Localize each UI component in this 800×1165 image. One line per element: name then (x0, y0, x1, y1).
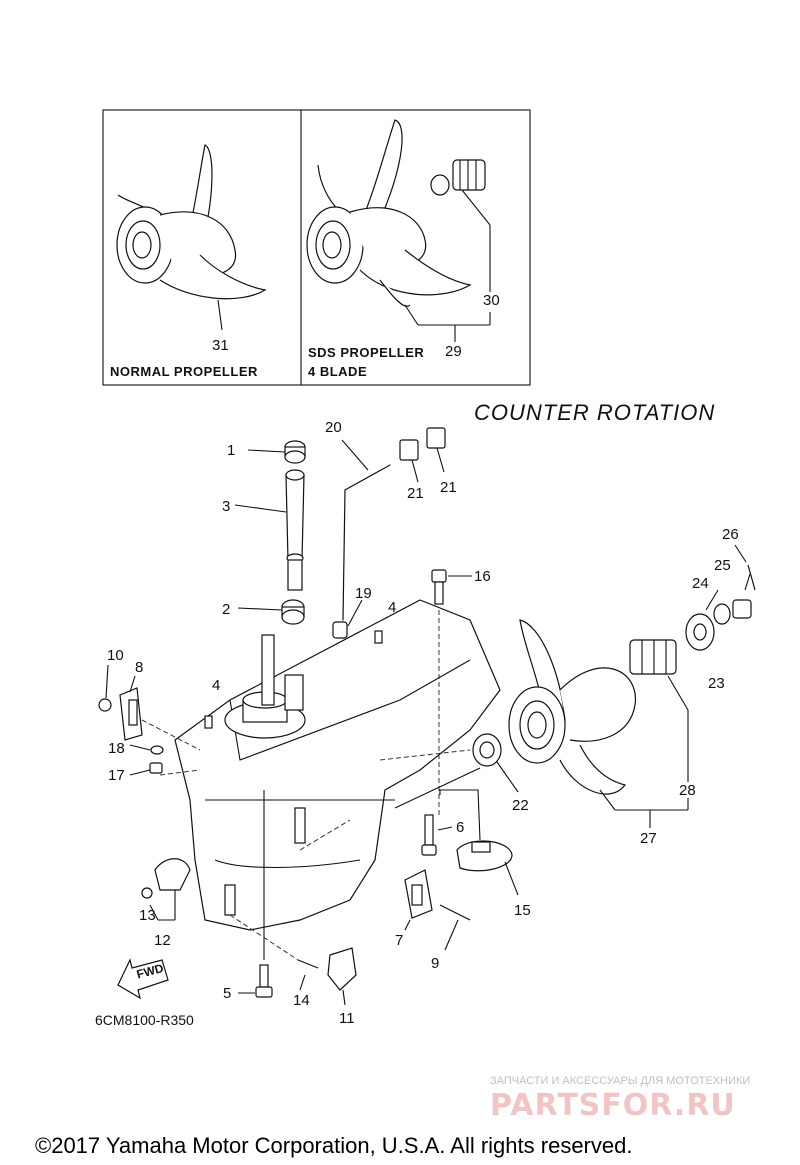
callout-31: 31 (212, 337, 229, 354)
callout-26: 26 (722, 526, 739, 543)
anode-12 (141, 858, 191, 921)
callout-9: 9 (431, 955, 439, 972)
shift-rod (332, 439, 391, 639)
rotation-title: COUNTER ROTATION (474, 400, 715, 425)
cover-11 (327, 947, 357, 1006)
callout-10: 10 (107, 647, 124, 664)
callout-25: 25 (714, 557, 731, 574)
watermark-tagline: ЗАПЧАСТИ И АКСЕССУАРЫ ДЛЯ МОТОТЕХНИКИ (490, 1075, 750, 1087)
seal-22 (394, 733, 519, 809)
callout-15: 15 (514, 902, 531, 919)
trim-tab-15 (439, 789, 519, 896)
callout-12: 12 (154, 932, 171, 949)
callout-27: 27 (640, 830, 657, 847)
callout-20: 20 (325, 419, 342, 436)
water-tube-group (234, 440, 306, 625)
callout-21-left: 21 (407, 485, 424, 502)
callout-18: 18 (108, 740, 125, 757)
normal-propeller-label: NORMAL PROPELLER (110, 364, 258, 379)
fwd-label: FWD (135, 961, 165, 982)
callout-30: 30 (483, 292, 500, 309)
sds-propeller-label: SDS PROPELLER (308, 345, 424, 360)
callout-6: 6 (456, 819, 464, 836)
sds-propeller-drawing (306, 119, 491, 342)
callout-24: 24 (692, 575, 709, 592)
bolt-5 (238, 790, 273, 998)
callout-13: 13 (139, 907, 156, 924)
callout-19: 19 (355, 585, 372, 602)
callout-7: 7 (395, 932, 403, 949)
normal-propeller-drawing (116, 144, 267, 331)
copyright-footer: ©2017 Yamaha Motor Corporation, U.S.A. A… (35, 1133, 632, 1158)
callout-17: 17 (108, 767, 125, 784)
callout-1: 1 (227, 442, 235, 459)
callout-11: 11 (339, 1010, 355, 1027)
callout-2: 2 (222, 601, 230, 618)
bolt-6 (421, 814, 453, 856)
callout-5: 5 (223, 985, 231, 1002)
callout-21-right: 21 (440, 479, 457, 496)
callout-14: 14 (293, 992, 310, 1009)
anode-7 (404, 869, 471, 951)
callout-4-left: 4 (212, 677, 220, 694)
callout-29: 29 (445, 343, 462, 360)
callout-16: 16 (474, 568, 491, 585)
fwd-arrow-icon: FWD (117, 958, 169, 1000)
callout-23: 23 (708, 675, 725, 692)
sds-4-blade-label: 4 BLADE (308, 364, 367, 379)
propeller-inset-box (102, 109, 531, 386)
callout-22: 22 (512, 797, 529, 814)
counter-rotation-propeller (508, 544, 756, 828)
lower-case-drawing (174, 599, 501, 931)
clips-21 (399, 427, 446, 483)
callout-3: 3 (222, 498, 230, 515)
screw-14 (229, 914, 319, 991)
left-small-parts (98, 664, 201, 776)
watermark-brand: PARTSFOR.RU (490, 1088, 736, 1123)
diagram-code: 6CM8100-R350 (95, 1012, 194, 1028)
callout-8: 8 (135, 659, 143, 676)
callout-28: 28 (679, 782, 696, 799)
bolt-16 (431, 569, 472, 815)
callout-4-right: 4 (388, 599, 396, 616)
